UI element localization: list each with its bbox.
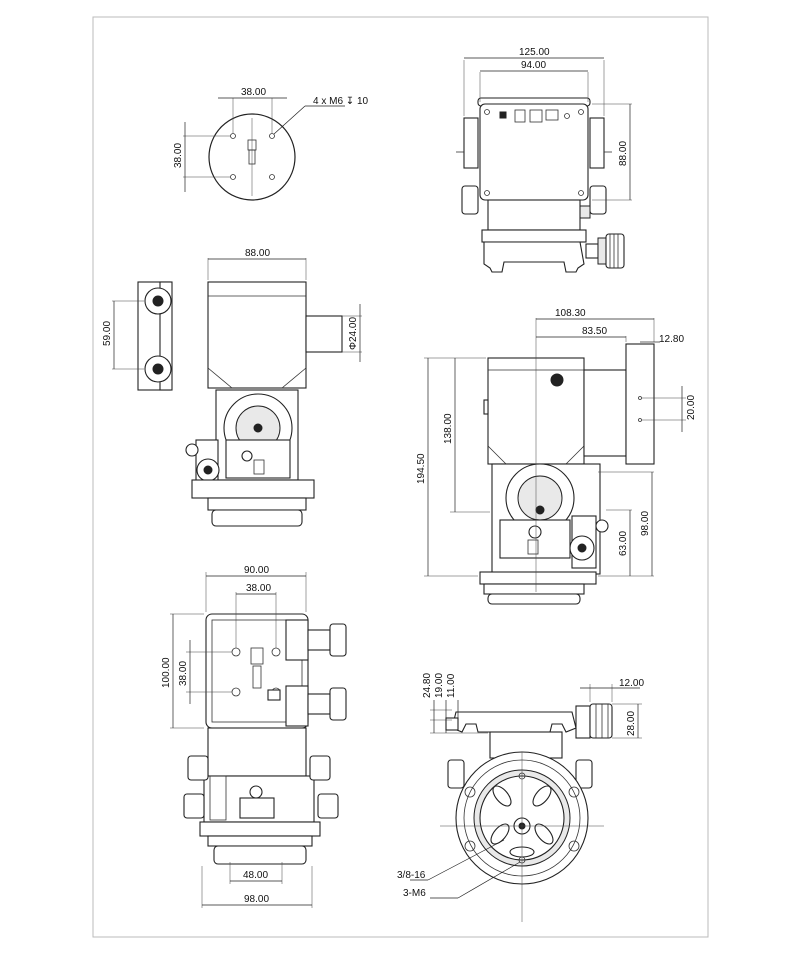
dim-rear-overall-width: 125.00: [519, 47, 550, 58]
dim-rear-body-width: 94.00: [521, 60, 546, 71]
dim-side-shaft-diameter: Φ24.00: [348, 317, 359, 350]
dim-bottom-length: 100.00: [161, 657, 172, 688]
dim-bottom-width-top: 90.00: [244, 565, 269, 576]
base-view: 24.80 19.00 11.00 12.00 28.00 3/8-16 3-M…: [397, 673, 644, 922]
dim-base-knob-height: 28.00: [626, 711, 637, 736]
dim-flange-hole-y: 38.00: [173, 143, 184, 168]
dim-front-hole-pitch: 20.00: [686, 395, 697, 420]
dim-base-height-2: 19.00: [434, 673, 445, 698]
sheet-border: [92, 16, 709, 938]
side-view: 88.00 59.00 Φ24.00: [102, 248, 362, 527]
thread-note: 4 x M6 ↧ 10: [313, 96, 369, 107]
dim-front-body-height: 138.00: [443, 413, 454, 444]
dim-front-plate-thickness: 12.80: [659, 334, 684, 345]
dim-flange-hole-x: 38.00: [241, 87, 266, 98]
dim-front-overall-height: 194.50: [416, 453, 427, 484]
rear-view: 125.00 94.00 88.00: [456, 47, 632, 273]
thread-label-large: 3/8-16: [397, 870, 426, 881]
dim-rear-body-height: 88.00: [618, 141, 629, 166]
dim-front-offset-body: 83.50: [582, 326, 607, 337]
dim-base-height-1: 24.80: [422, 673, 433, 698]
dim-side-knob-spacing: 59.00: [102, 321, 113, 346]
dim-bottom-overall-width: 98.00: [244, 894, 269, 905]
dim-base-knob-offset: 12.00: [619, 678, 644, 689]
top-flange-view: 38.00 38.00 4 x M6 ↧ 10: [173, 87, 369, 201]
dim-bottom-base-width: 48.00: [243, 870, 268, 881]
dim-bottom-hole-x: 38.00: [246, 583, 271, 594]
front-view: 108.30 83.50 12.80 20.00 194.50 138.00 9…: [416, 308, 697, 605]
dim-front-offset-total: 108.30: [555, 308, 586, 319]
dim-front-base-height-1: 98.00: [640, 511, 651, 536]
thread-label-small: 3-M6: [403, 888, 426, 899]
dim-bottom-hole-y: 38.00: [178, 661, 189, 686]
dim-base-height-3: 11.00: [446, 673, 457, 698]
dim-front-base-height-2: 63.00: [618, 531, 629, 556]
bottom-view: 90.00 38.00 100.00 38.00 48.00 98.00: [161, 565, 347, 908]
dim-side-body-width: 88.00: [245, 248, 270, 259]
